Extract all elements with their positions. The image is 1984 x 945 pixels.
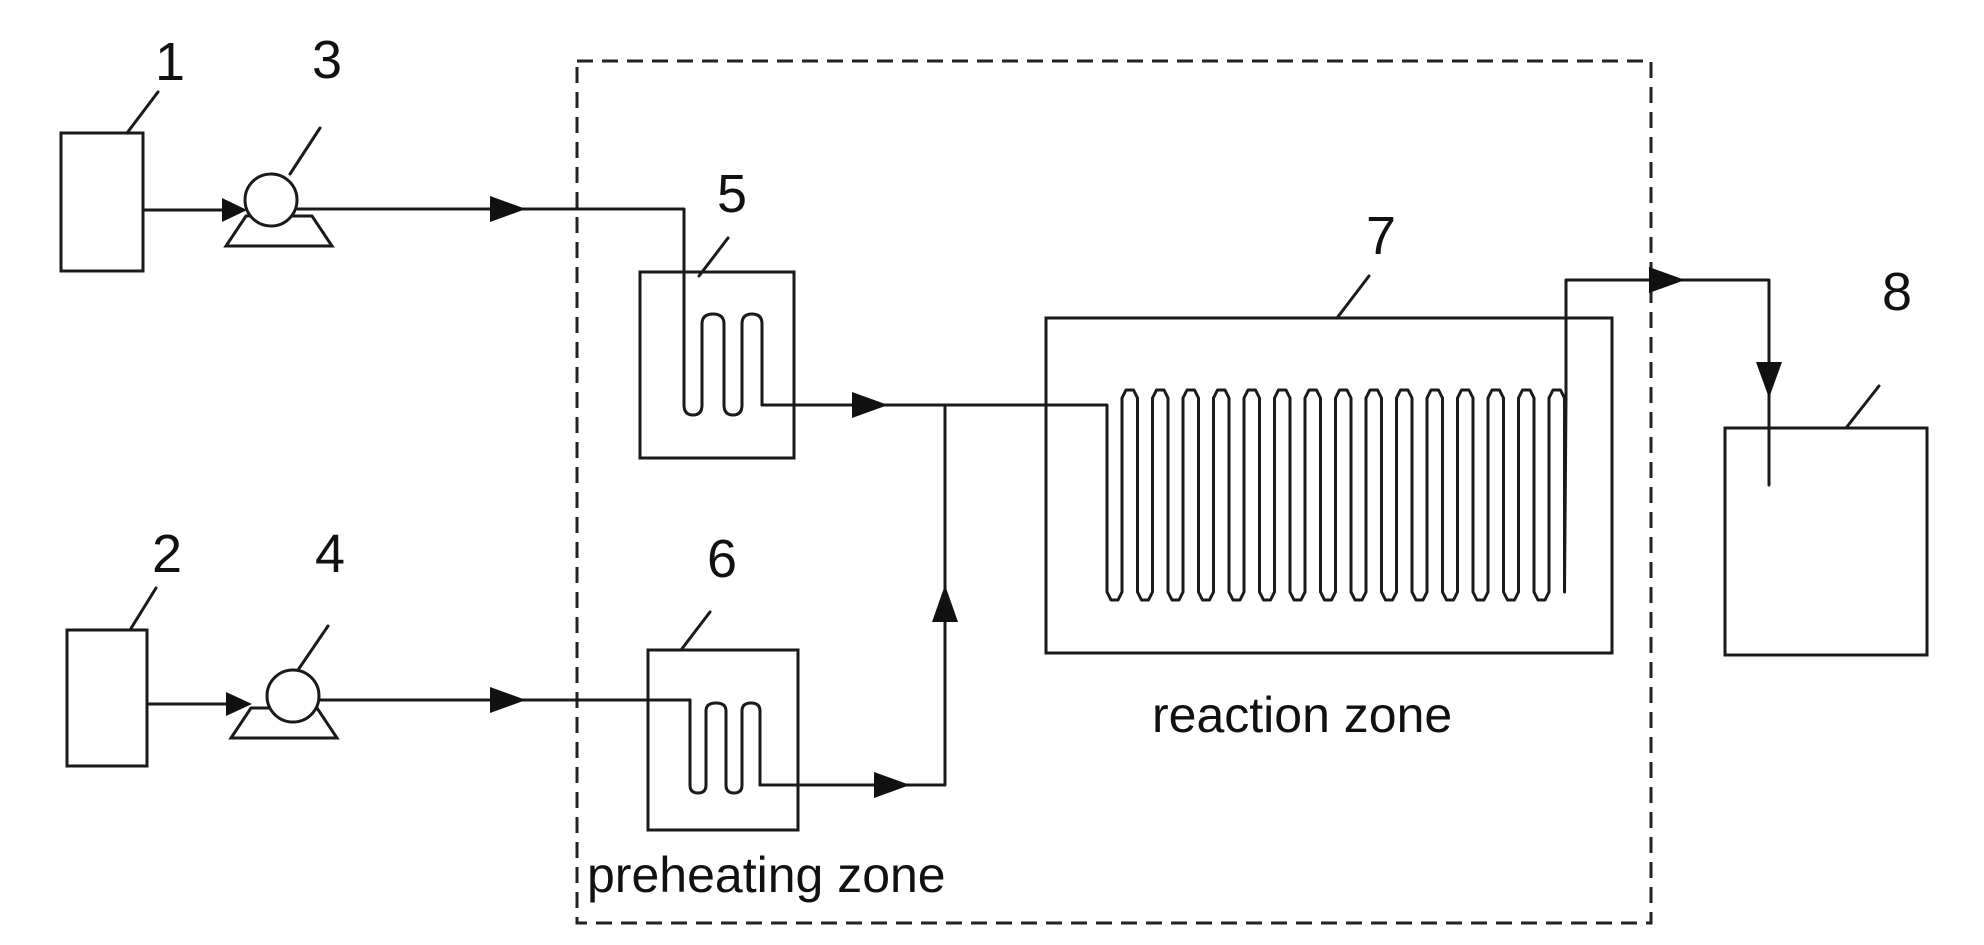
preheater-5-coil (682, 274, 764, 417)
collector-8 (1723, 426, 1929, 657)
line-reactor-to-collector (1564, 278, 1771, 487)
arrow-icon (1756, 362, 1782, 398)
preheater-6-coil (688, 698, 762, 795)
arrow-icon (1649, 267, 1685, 293)
feed-tank-2 (65, 628, 149, 768)
preheater-5 (638, 270, 796, 460)
pump-4 (228, 668, 340, 740)
label-reactor-7: 7 (1366, 206, 1396, 266)
label-tank-1: 1 (155, 32, 185, 92)
flow-arrows (222, 196, 1782, 798)
feed-tank-1 (59, 131, 145, 273)
label-preheater-5: 5 (717, 164, 747, 224)
label-preheater-6: 6 (707, 529, 737, 589)
arrow-icon (874, 772, 910, 798)
arrow-icon (222, 198, 247, 222)
pump-3 (223, 172, 335, 248)
label-pump-3: 3 (312, 30, 342, 90)
reactor-7 (1044, 316, 1614, 655)
reactor-7-coil (1094, 371, 1568, 602)
preheating-zone-label: preheating zone (587, 847, 946, 903)
line-preheater6-to-junction (758, 403, 947, 787)
arrow-icon (852, 392, 888, 418)
arrow-icon (490, 687, 526, 713)
arrow-icon (226, 692, 252, 716)
label-collector-8: 8 (1882, 262, 1912, 322)
reaction-zone-label: reaction zone (1152, 687, 1452, 743)
preheater-6 (646, 648, 800, 832)
line-pump3-to-preheater5 (296, 207, 686, 278)
label-tank-2: 2 (152, 524, 182, 584)
arrow-icon (932, 585, 958, 622)
arrow-icon (490, 196, 526, 222)
label-leaders (125, 90, 1881, 672)
label-pump-4: 4 (315, 524, 345, 584)
heated-zone-frame (575, 59, 1653, 925)
